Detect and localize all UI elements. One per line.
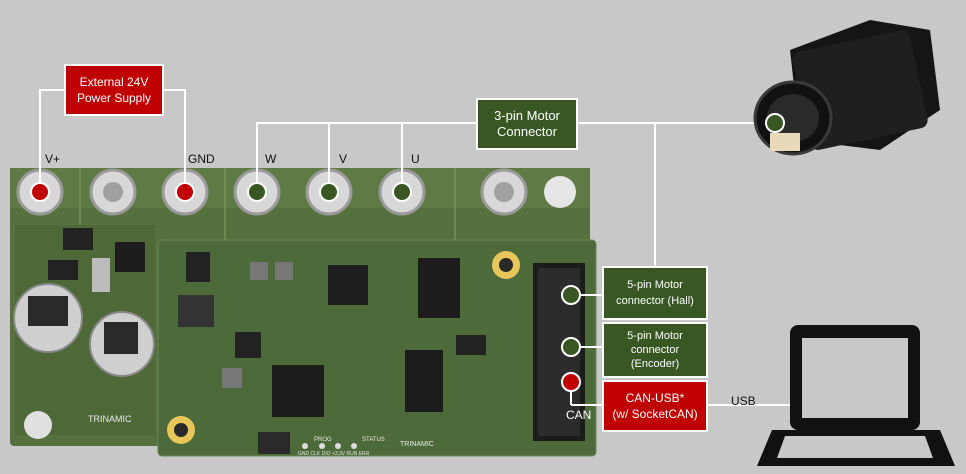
power-supply-box: External 24V Power Supply — [64, 64, 164, 116]
can-dot — [561, 372, 581, 392]
terminal-label-w: W — [265, 152, 277, 166]
motor-dot — [765, 113, 785, 133]
controller-board: PROG STATUS TRINAMIC GND CLK DIO +3.3V R… — [157, 239, 597, 457]
u-dot — [392, 182, 412, 202]
terminal-label-vplus: V+ — [45, 152, 61, 166]
prog-text: PROG — [314, 437, 332, 443]
brand-right: TRINAMIC — [400, 441, 434, 448]
vplus-dot — [30, 182, 50, 202]
terminal-label-gnd: GND — [188, 152, 215, 166]
w-dot — [247, 182, 267, 202]
terminal-label-v: V — [339, 152, 348, 166]
brand-left: TRINAMIC — [88, 414, 132, 424]
usb-label: USB — [731, 394, 756, 408]
can-usb-box: CAN-USB* (w/ SocketCAN) — [602, 380, 708, 432]
hall-dot — [561, 285, 581, 305]
motor-icon — [753, 20, 940, 156]
encoder-dot — [561, 337, 581, 357]
gnd-dot — [175, 182, 195, 202]
terminal-label-u: U — [411, 152, 420, 166]
motor-3pin-box: 3-pin Motor Connector — [476, 98, 578, 150]
status-text: STATUS — [362, 437, 385, 443]
can-label: CAN — [566, 408, 592, 422]
status-row-text: GND CLK DIO +3.3V RUN ERR — [298, 451, 370, 457]
v-dot — [319, 182, 339, 202]
terminal-posts — [16, 168, 576, 216]
motor-5pin-encoder-box: 5-pin Motor connector (Encoder) — [602, 322, 708, 378]
wires — [39, 89, 790, 406]
motor-5pin-hall-box: 5-pin Motor connector (Hall) — [602, 266, 708, 320]
laptop-icon — [757, 325, 955, 466]
